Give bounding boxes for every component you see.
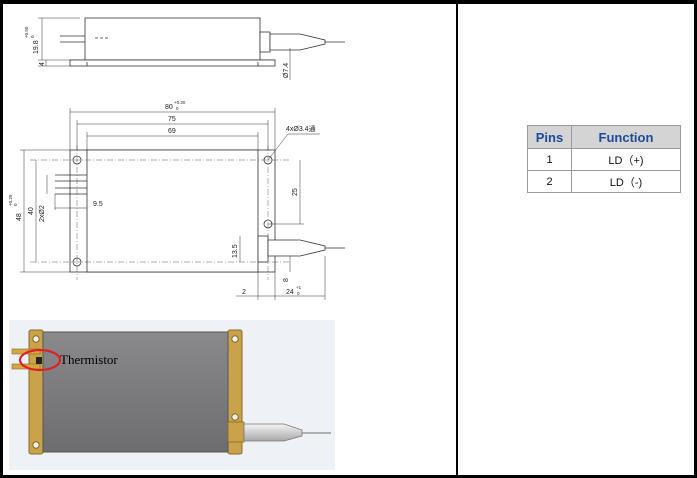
dim-fiber-length-tol-top: +1 (296, 285, 302, 290)
dim-hole-spacing: 75 (168, 116, 176, 123)
dim-fiber-height: 13.5 (232, 244, 239, 258)
dim-overall-length-tol-top: +0.20 (174, 100, 186, 105)
dim-pin-offset: 9.5 (93, 201, 103, 208)
dim-flange-thickness: 2 (242, 289, 246, 296)
dim-right-hole: 25 (292, 188, 299, 196)
side-view (38, 17, 345, 80)
mounting-hole (231, 335, 239, 343)
dim-hole-callout: 4xØ3.4通 (286, 124, 316, 133)
header-function: Function (571, 125, 681, 149)
dim-overall-width-tol-bottom: 0 (13, 203, 18, 206)
top-view (20, 108, 345, 300)
dim-overall-length-tol-bottom: 0 (176, 106, 179, 111)
dim-pin-diameter: 2xØ2 (39, 205, 46, 222)
dim-overall-length: 80 (165, 104, 173, 111)
pin-number: 2 (527, 170, 572, 193)
table-row: 1 LD（+) (527, 148, 681, 171)
table-header-row: Pins Function (527, 125, 681, 149)
dim-side-flange: 4 (39, 62, 46, 66)
pin-function: LD（+) (571, 148, 681, 171)
mounting-hole (32, 335, 40, 343)
product-photo (9, 320, 335, 470)
thermistor-chip (36, 357, 42, 364)
fiber-pigtail (243, 423, 303, 442)
dim-fiber-length: 24 (286, 289, 294, 296)
thermistor-highlight-circle (18, 348, 62, 372)
fiber-boot (227, 421, 245, 443)
dim-fiber-bottom: 8 (283, 278, 290, 282)
dim-body-length: 69 (168, 128, 176, 135)
pin-function-table: Pins Function 1 LD（+) 2 LD（-) (527, 125, 681, 193)
dim-hole-width-spacing: 40 (28, 207, 35, 215)
header-pins: Pins (527, 125, 572, 149)
dim-side-height-tol-top: +0.50 (24, 26, 29, 38)
dim-side-height-tol-bottom: 0 (30, 35, 35, 38)
module-body (42, 331, 229, 453)
mechanical-drawing: 19.8 +0.50 0 4 Ø7.4 (8, 17, 345, 300)
table-row: 2 LD（-) (527, 170, 681, 193)
laser-module-render (11, 329, 331, 455)
column-divider (456, 0, 458, 478)
mounting-hole (231, 413, 239, 421)
left-flange (28, 329, 44, 455)
dim-overall-width-tol-top: +0.20 (8, 194, 13, 206)
mounting-hole (32, 441, 40, 449)
dim-side-height: 19.8 (33, 40, 40, 54)
thermistor-label: Thermistor (60, 352, 118, 367)
pin-number: 1 (527, 148, 572, 171)
dim-fiber-length-tol-bottom: 0 (297, 291, 300, 296)
dim-overall-width: 48 (16, 213, 23, 221)
pin-function: LD（-) (571, 170, 681, 193)
dim-fiber-diameter: Ø7.4 (283, 63, 290, 78)
